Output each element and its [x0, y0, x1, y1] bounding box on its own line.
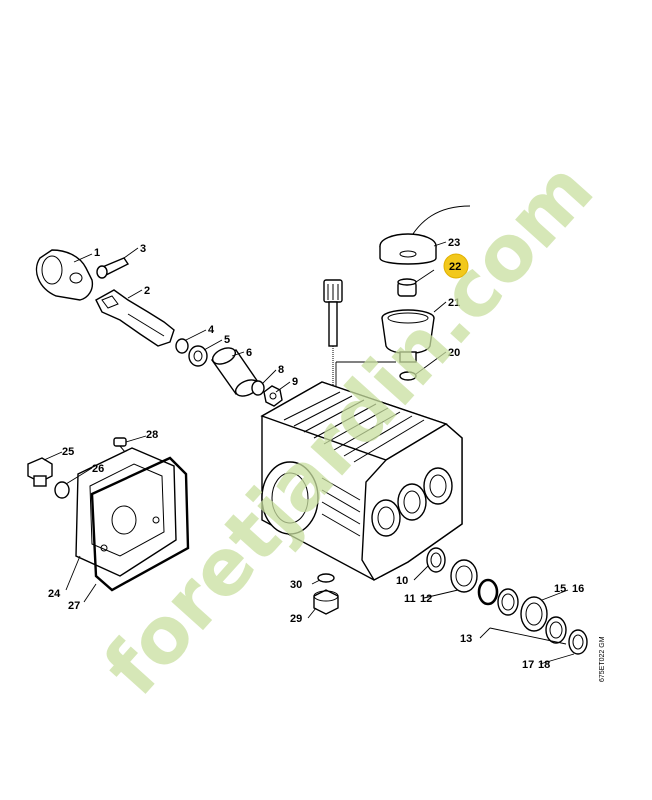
label-part-20: 20 [448, 347, 460, 359]
sleeve-part-22 [397, 278, 417, 297]
label-part-24: 24 [48, 588, 61, 600]
label-part-4: 4 [208, 324, 215, 336]
label-part-13: 13 [460, 633, 472, 645]
pump-housing [260, 381, 463, 581]
label-part-9: 9 [292, 376, 298, 388]
label-part-15: 15 [554, 583, 566, 595]
ring-part-8 [251, 380, 265, 396]
label-part-12: 12 [420, 593, 432, 605]
label-part-11: 11 [404, 593, 416, 605]
plunger-guide-part [95, 289, 175, 347]
label-part-6: 6 [246, 347, 252, 359]
label-part-1: 1 [94, 247, 100, 259]
reference-code: 675ET022 GM [599, 636, 606, 682]
valve-stem-part [323, 279, 343, 400]
o-ring-part-4 [175, 338, 189, 354]
pin-part [96, 257, 130, 279]
o-ring-part-20 [399, 371, 417, 381]
connecting-rod-part [35, 249, 94, 301]
label-part-2: 2 [144, 285, 150, 297]
leader-lines [43, 241, 575, 665]
highlight-marker [443, 253, 469, 279]
washer-part-5 [188, 345, 208, 367]
label-part-29: 29 [290, 613, 302, 625]
label-part-18: 18 [538, 659, 550, 671]
label-part-26: 26 [92, 463, 104, 475]
part-number-labels: 1 2 3 4 5 6 8 9 28 25 26 24 27 23 22 21 … [48, 237, 584, 671]
label-part-3: 3 [140, 243, 146, 255]
label-part-21: 21 [448, 297, 460, 309]
label-part-17: 17 [522, 659, 534, 671]
label-part-16: 16 [572, 583, 584, 595]
parts-drawing [27, 205, 588, 665]
plug-part-25 [27, 457, 53, 487]
nut-part-9 [263, 385, 283, 407]
plug-part-29 [313, 589, 339, 615]
label-part-28: 28 [146, 429, 158, 441]
label-part-10: 10 [396, 575, 408, 587]
o-ring-part-30 [317, 573, 335, 583]
label-part-22: 22 [449, 261, 461, 273]
label-part-25: 25 [62, 446, 74, 458]
label-part-23: 23 [448, 237, 460, 249]
label-part-27: 27 [68, 600, 80, 612]
label-part-8: 8 [278, 364, 284, 376]
cup-part-21 [381, 309, 435, 363]
label-part-30: 30 [290, 579, 302, 591]
cap-part-23 [379, 205, 471, 265]
label-part-5: 5 [224, 334, 230, 346]
gasket-part-27 [90, 456, 190, 592]
o-ring-part-26 [54, 481, 70, 499]
seal-rings-group [426, 547, 588, 655]
cover-part-24 [75, 447, 177, 577]
